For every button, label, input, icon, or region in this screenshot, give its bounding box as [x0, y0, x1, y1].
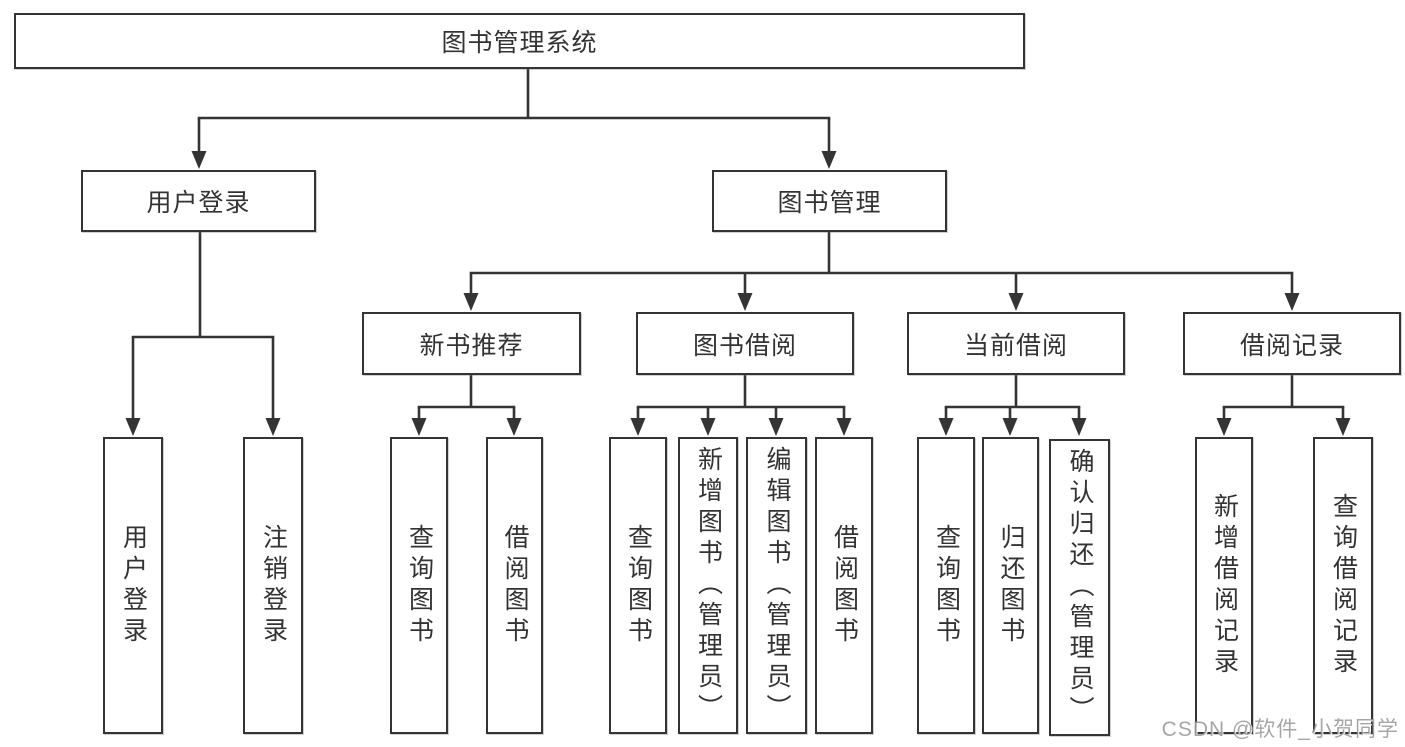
leaf-add-borrow-record: 新增借阅记录	[1195, 437, 1253, 734]
node-user-login: 用户登录	[81, 170, 316, 232]
node-borrow-records: 借阅记录	[1183, 312, 1401, 375]
node-label: 借阅记录	[1239, 331, 1344, 360]
node-label: 图书借阅	[692, 331, 797, 360]
arrowheads	[125, 151, 1351, 436]
node-label: 用户登录	[146, 189, 251, 217]
leaf-edit-book-admin: 编辑图书（管理员）	[746, 437, 807, 734]
node-book-borrow: 图书借阅	[636, 312, 854, 375]
leaf-borrow-books-recommend: 借阅图书	[486, 437, 543, 734]
node-label: 查询图书	[624, 523, 653, 648]
node-label: 注销登录	[259, 523, 288, 648]
node-label: 借阅图书	[501, 523, 529, 648]
node-label: 图书管理系统	[441, 29, 598, 57]
node-label: 新书推荐	[419, 331, 524, 360]
leaf-return-book: 归还图书	[982, 437, 1039, 734]
node-label: 新增借阅记录	[1210, 492, 1239, 679]
leaf-query-borrow-record: 查询借阅记录	[1313, 437, 1373, 734]
leaf-borrow-books: 借阅图书	[815, 437, 873, 734]
node-label: 查询图书	[932, 523, 961, 648]
node-new-book-recommend: 新书推荐	[362, 312, 581, 375]
leaf-confirm-return-admin: 确认归还（管理员）	[1049, 439, 1110, 736]
leaf-user-login: 用户登录	[103, 437, 163, 734]
watermark: CSDN @软件_小贺同学	[1161, 718, 1399, 741]
leaf-add-book-admin: 新增图书（管理员）	[678, 437, 738, 734]
node-label: 归还图书	[997, 523, 1025, 648]
leaf-query-books-recommend: 查询图书	[390, 437, 448, 734]
node-label: 新增图书（管理员）	[694, 446, 723, 725]
node-label: 用户登录	[119, 523, 148, 648]
node-label: 借阅图书	[830, 523, 859, 648]
node-label: 编辑图书（管理员）	[763, 446, 791, 725]
node-current-borrow: 当前借阅	[907, 312, 1125, 375]
node-book-management: 图书管理	[712, 170, 947, 232]
node-root: 图书管理系统	[14, 13, 1025, 69]
node-label: 当前借阅	[963, 331, 1068, 360]
leaf-query-books-current: 查询图书	[917, 437, 975, 734]
leaf-logout: 注销登录	[243, 437, 303, 734]
node-label: 图书管理	[777, 189, 882, 217]
node-label: 查询图书	[405, 523, 434, 648]
node-label: 确认归还（管理员）	[1066, 448, 1094, 727]
leaf-query-books-borrow: 查询图书	[609, 437, 667, 734]
node-label: 查询借阅记录	[1329, 492, 1358, 679]
